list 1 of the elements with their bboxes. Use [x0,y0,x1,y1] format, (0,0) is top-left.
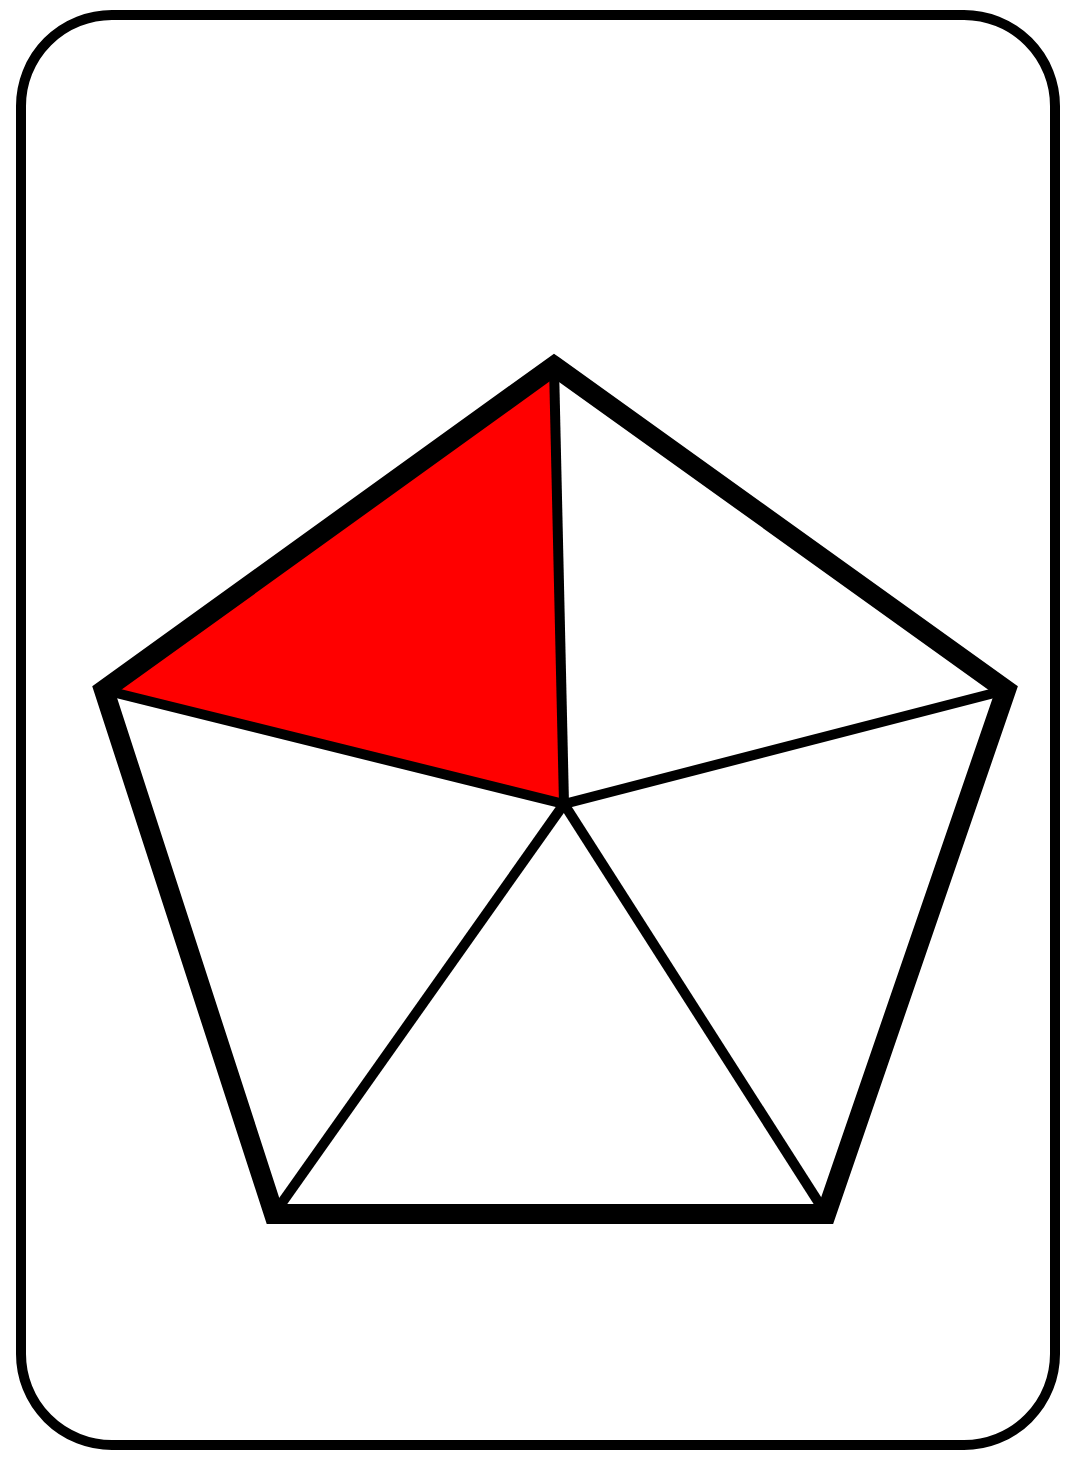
card-background [16,10,1060,1450]
